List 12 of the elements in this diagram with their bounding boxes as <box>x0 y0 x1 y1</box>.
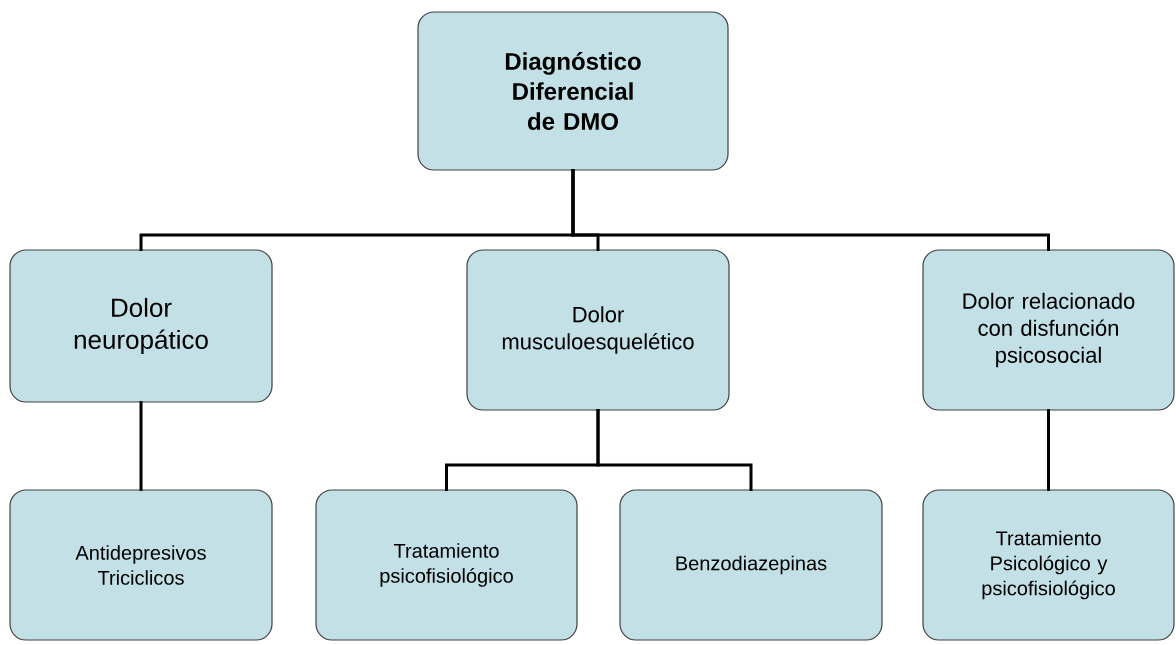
connector-line <box>571 169 1050 251</box>
connector-line <box>596 409 753 491</box>
box: Diagnóstico Diferencial de DMO <box>417 11 729 171</box>
box: Antidepresivos Triciclicos <box>9 489 273 641</box>
box: Dolor relacionado con disfunción psicosocial <box>922 249 1175 411</box>
box: Dolor neuropático <box>9 249 273 403</box>
box: Tratamiento psicofisiológico <box>315 489 578 641</box>
connector-line <box>1047 409 1050 491</box>
connector-line <box>139 401 143 491</box>
box: Benzodiazepinas <box>619 489 883 641</box>
box: Dolor musculoesquelético <box>466 249 730 411</box>
box: Tratamiento Psicológico y psicofisiológico <box>922 489 1175 641</box>
